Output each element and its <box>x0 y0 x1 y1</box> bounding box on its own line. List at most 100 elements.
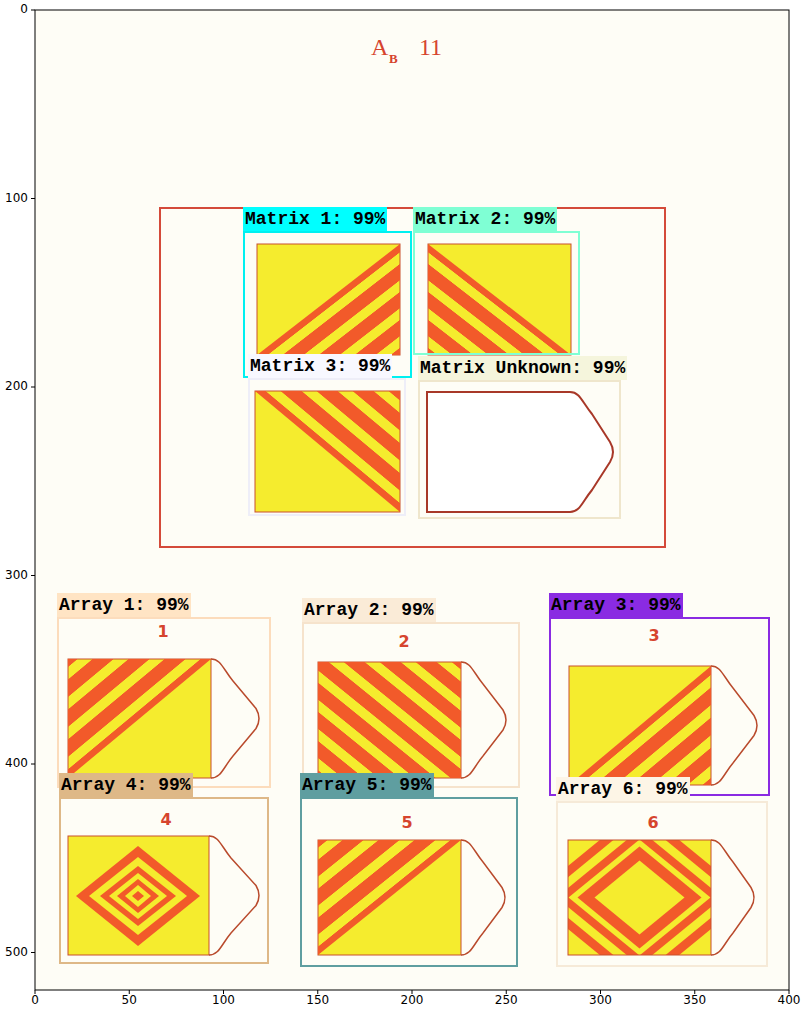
array-6-picture <box>530 808 755 988</box>
stripes <box>68 659 211 778</box>
x-tick-label: 250 <box>495 994 518 1008</box>
diamond <box>569 840 711 955</box>
stripes <box>257 244 400 355</box>
diamond <box>125 885 151 907</box>
bounding-box <box>413 231 580 355</box>
plate-number: 11 <box>419 34 442 62</box>
tick-mark <box>31 575 35 576</box>
tick-mark <box>31 10 35 11</box>
matrix-3-picture <box>255 391 400 512</box>
detection-box: Matrix Unknown: 99% <box>418 356 621 519</box>
tag-outline <box>461 662 506 778</box>
matrix-2-picture <box>428 244 571 355</box>
detection-label: Matrix 1: 99% <box>243 207 387 231</box>
stripes <box>569 666 711 785</box>
stripes <box>318 662 461 778</box>
array-5-picture <box>318 840 505 955</box>
diamond <box>89 857 187 935</box>
option-number: 2 <box>398 633 409 651</box>
yellow-square <box>68 659 211 778</box>
x-tick-label: 400 <box>778 994 801 1008</box>
detection-label: Array 5: 99% <box>300 773 434 797</box>
y-tick-label: 0 <box>20 3 28 17</box>
plate-title: A <box>371 34 388 62</box>
yellow-square <box>428 244 571 355</box>
yellow-square <box>569 666 711 785</box>
detection-label: Array 1: 99% <box>57 593 191 617</box>
bounding-box <box>556 801 768 967</box>
tick-mark <box>31 387 35 388</box>
detection-label: Array 4: 99% <box>59 773 193 797</box>
tag-outline <box>711 840 754 955</box>
x-tick-label: 300 <box>589 994 612 1008</box>
diamond <box>595 861 685 935</box>
diamond <box>76 846 200 946</box>
empty-slot <box>427 392 613 512</box>
diamond <box>578 847 702 949</box>
axis-ticks <box>31 10 789 994</box>
detection-box: Array 4: 99% <box>59 773 269 964</box>
detection-label: Array 2: 99% <box>302 598 436 622</box>
bounding-box <box>302 622 520 788</box>
x-tick-label: 0 <box>31 994 39 1008</box>
diamond <box>109 873 167 919</box>
matrix-1-picture <box>257 244 400 355</box>
stripes <box>428 244 571 355</box>
axes-frame <box>35 10 789 990</box>
stripes <box>255 391 400 512</box>
x-tick-label: 200 <box>401 994 424 1008</box>
yellow-square <box>68 836 209 955</box>
detection-box: Matrix 2: 99% <box>413 207 580 355</box>
square-outline <box>568 840 711 955</box>
detection-box: Array 5: 99% <box>300 773 518 967</box>
y-tick-label: 200 <box>5 380 28 394</box>
yellow-square <box>255 391 400 512</box>
diamond <box>568 840 711 955</box>
diamond <box>117 879 159 913</box>
plate-title-subscript: B <box>389 52 398 67</box>
array-2-picture <box>318 662 506 778</box>
detection-label: Array 3: 99% <box>549 593 683 617</box>
matrix-frame <box>160 208 665 547</box>
yellow-square <box>318 662 461 778</box>
tag-outline <box>211 659 259 778</box>
detection-box: Matrix 3: 99% <box>248 354 406 516</box>
tag-outline <box>461 840 505 955</box>
tag-outline <box>209 836 259 955</box>
option-number: 4 <box>160 811 171 829</box>
x-tick-label: 350 <box>683 994 706 1008</box>
detection-box: Array 3: 99% <box>549 593 770 796</box>
tick-mark <box>31 952 35 953</box>
array-4-picture <box>68 836 259 955</box>
x-tick-label: 150 <box>306 994 329 1008</box>
y-tick-label: 500 <box>5 946 28 960</box>
bounding-box <box>248 378 406 516</box>
tick-mark <box>31 198 35 199</box>
diamond <box>100 866 176 926</box>
option-number: 5 <box>401 814 412 832</box>
diamond <box>132 891 144 901</box>
y-tick-label: 100 <box>5 192 28 206</box>
bounding-box <box>57 617 271 788</box>
array-3-picture <box>569 666 757 785</box>
detection-label: Matrix Unknown: 99% <box>418 356 627 380</box>
option-number: 6 <box>647 814 658 832</box>
detection-box: Array 2: 99% <box>302 598 520 788</box>
diamond-bands <box>568 840 711 955</box>
tick-mark <box>31 764 35 765</box>
diamond <box>568 840 711 955</box>
tag-outline <box>711 666 757 785</box>
diamond <box>568 840 711 955</box>
array-1-picture <box>68 659 259 778</box>
yellow-square <box>318 840 461 955</box>
detection-label: Array 6: 99% <box>556 777 690 801</box>
option-number: 3 <box>648 627 659 645</box>
x-tick-label: 100 <box>212 994 235 1008</box>
detection-label: Matrix 2: 99% <box>413 207 557 231</box>
detection-box: Array 6: 99% <box>556 777 768 967</box>
yellow-square <box>257 244 400 355</box>
bounding-box <box>418 380 621 519</box>
stripes <box>318 840 461 955</box>
